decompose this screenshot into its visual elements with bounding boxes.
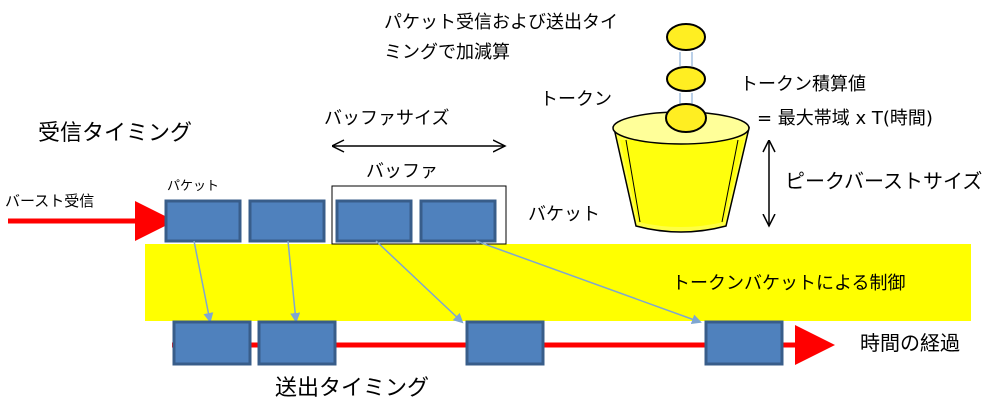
incoming-packet-2 xyxy=(248,199,326,243)
token-note-line1: パケット受信および送出タイ xyxy=(384,12,618,33)
buffer-frame xyxy=(331,185,507,245)
outgoing-packet-2 xyxy=(257,320,337,366)
token-formula: = 最大帯域 x T(時間) xyxy=(757,108,933,129)
token-3 xyxy=(665,103,707,133)
burst-reception-label: バースト受信 xyxy=(5,192,94,210)
outgoing-packet-1 xyxy=(172,320,252,366)
transmission-timing-label: 送出タイミング xyxy=(275,376,429,401)
incoming-packet-1 xyxy=(164,199,242,243)
packet-label: パケット xyxy=(167,179,219,194)
bucket-shadow-right xyxy=(721,139,739,223)
connector-4 xyxy=(475,240,702,324)
bucket-shadow-left xyxy=(625,139,641,223)
buffer-size-label: バッファサイズ xyxy=(324,108,449,129)
connector-3 xyxy=(375,240,464,324)
incoming-packet-4 xyxy=(419,199,497,243)
reception-timing-label: 受信タイミング xyxy=(38,121,192,146)
connector-2 xyxy=(287,240,301,323)
token-accumulated-label: トークン積算値 xyxy=(740,74,866,95)
connector-1 xyxy=(193,240,214,323)
outgoing-packet-3 xyxy=(465,320,545,366)
token-note-line2: ミングで加減算 xyxy=(384,42,510,63)
buffer-label: バッファ xyxy=(366,161,438,182)
token-2 xyxy=(666,66,706,92)
time-elapsed-label: 時間の経過 xyxy=(860,331,960,355)
token-bucket-illustration xyxy=(612,111,750,233)
token-bucket-control-band xyxy=(145,244,971,321)
bucket-fill-shade xyxy=(620,140,744,227)
token-bucket-control-label: トークンバケットによる制御 xyxy=(672,273,905,294)
token-label: トークン xyxy=(540,89,612,110)
peak-burst-size-label: ピークバーストサイズ xyxy=(785,169,982,193)
outgoing-packet-4 xyxy=(704,320,784,366)
token-1 xyxy=(666,23,706,51)
bucket-label: バケット xyxy=(528,204,600,225)
incoming-packet-3 xyxy=(335,199,413,243)
